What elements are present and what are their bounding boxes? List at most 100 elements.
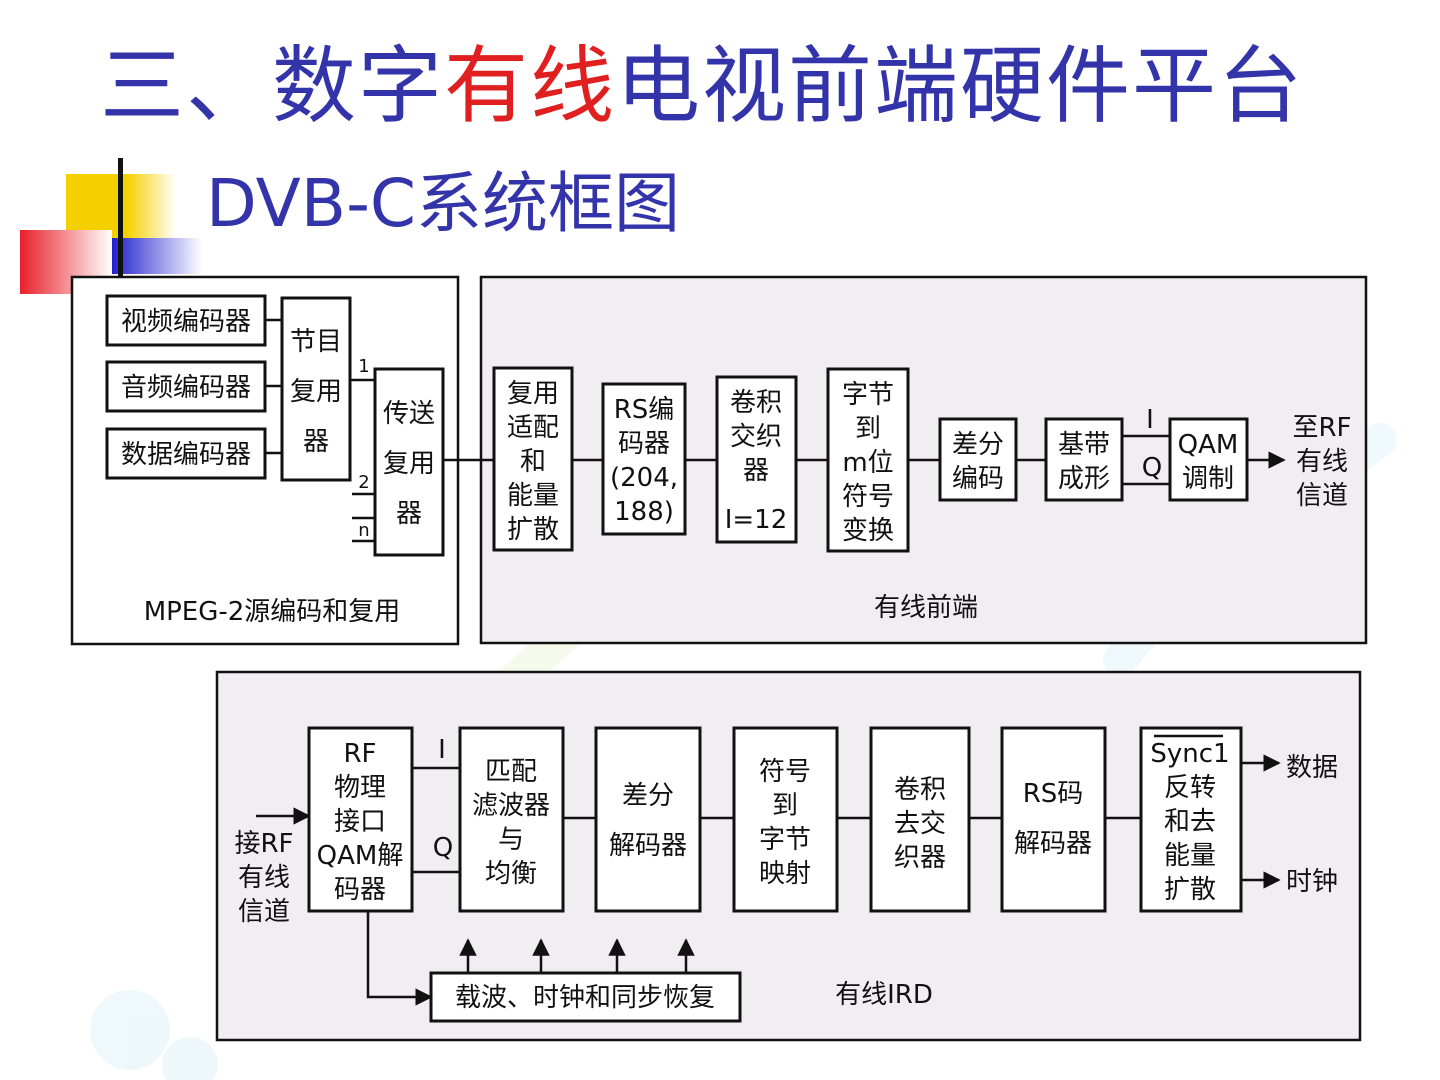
conv-interleaver-label-1: 卷积: [730, 388, 782, 418]
mux-adapt-label-1: 复用: [507, 379, 559, 409]
title-decoration: [20, 158, 210, 298]
sync-inversion-label-5: 扩散: [1164, 875, 1216, 905]
qam-modulator-block: [1168, 417, 1249, 502]
rf-interface-label-4: QAM解: [317, 841, 404, 871]
page-title: 三、数字有线电视前端硬件平台: [100, 36, 1304, 136]
matched-filter-label-3: 与: [498, 825, 524, 855]
rs-encoder-block: [601, 382, 687, 536]
source-panel-label: MPEG-2源编码和复用: [144, 597, 401, 627]
diff-decoder-label-1: 差分: [622, 781, 674, 811]
rf-interface-label-5: 码器: [334, 875, 386, 905]
sync-inversion-label-3: 和去: [1164, 807, 1216, 837]
byte-to-symbol-label-2: 到: [855, 414, 881, 444]
headend-output-label-1: 至RF: [1292, 413, 1351, 443]
byte-to-symbol-label-1: 字节: [842, 380, 894, 410]
mux-adapt-label-2: 适配: [507, 413, 559, 443]
byte-to-symbol-label-3: m位: [842, 448, 893, 478]
rf-interface-label-2: 物理: [334, 773, 386, 803]
diff-decoder-block: [594, 726, 702, 913]
ird-output-clock-label: 时钟: [1286, 867, 1338, 897]
audio-encoder-label: 音频编码器: [121, 373, 251, 403]
symbol-to-byte-block: [732, 726, 839, 913]
rs-decoder-label-2: 解码器: [1014, 829, 1092, 859]
port-label-n: n: [358, 520, 369, 541]
byte-to-symbol-label-4: 符号: [842, 482, 894, 512]
title-part-red: 有线: [444, 37, 617, 135]
symbol-to-byte-label-1: 符号: [759, 757, 811, 787]
sync-inversion-label-1: Sync1: [1150, 739, 1229, 769]
conv-interleaver-label-4: I=12: [725, 505, 788, 535]
conv-deinterleaver-label-2: 去交: [894, 809, 946, 839]
mux-adapt-label-5: 扩散: [507, 515, 559, 545]
headend-panel-label: 有线前端: [874, 593, 978, 623]
program-mux-block: [280, 296, 352, 482]
mux-adapt-label-3: 和: [520, 447, 546, 477]
symbol-to-byte-label-4: 映射: [759, 859, 811, 889]
conv-deinterleaver-block: [869, 726, 971, 913]
transport-mux-label-1: 传送: [383, 399, 435, 429]
ird-panel-label: 有线IRD: [835, 980, 933, 1010]
title-part-2: 电视前端硬件平台: [616, 37, 1305, 135]
qam-modulator-label-2: 调制: [1182, 464, 1234, 494]
headend-q-label: Q: [1142, 453, 1162, 483]
conv-deinterleaver-label-1: 卷积: [894, 775, 946, 805]
sync-inversion-label-4: 能量: [1164, 841, 1216, 871]
rs-decoder-label-1: RS码: [1023, 779, 1084, 809]
carrier-clock-sync-recovery-block: [429, 971, 742, 1023]
ird-input-label-2: 有线: [238, 863, 290, 893]
recovery-label: 载波、时钟和同步恢复: [455, 983, 715, 1013]
sync-inversion-block: [1139, 726, 1243, 913]
diff-decoder-label-2: 解码器: [609, 831, 687, 861]
transport-mux-block: [373, 367, 445, 557]
diff-encoder-label-1: 差分: [952, 430, 1004, 460]
program-mux-label-1: 节目: [290, 327, 342, 357]
subtitle: DVB-C系统框图: [206, 165, 680, 242]
conv-interleaver-label-3: 器: [743, 456, 769, 486]
ird-output-data-label: 数据: [1286, 753, 1338, 783]
baseband-shaping-block: [1044, 417, 1124, 502]
rs-decoder-block: [1000, 726, 1107, 913]
ird-i-label: I: [438, 735, 446, 765]
qam-modulator-label-1: QAM: [1178, 430, 1239, 460]
baseband-shaping-label-2: 成形: [1058, 464, 1110, 494]
matched-filter-label-4: 均衡: [485, 859, 537, 889]
program-mux-label-3: 器: [303, 427, 329, 457]
ird-input-label-1: 接RF: [234, 829, 293, 859]
baseband-shaping-label-1: 基带: [1058, 430, 1110, 460]
port-label-2: 2: [358, 472, 369, 493]
mux-adapt-block: [492, 366, 574, 552]
sync-inversion-label-2: 反转: [1164, 773, 1216, 803]
program-mux-label-2: 复用: [290, 377, 342, 407]
video-encoder-label: 视频编码器: [121, 307, 251, 337]
matched-filter-block: [458, 726, 565, 913]
rs-encoder-label-3: (204,: [610, 463, 678, 493]
headend-output-label-2: 有线: [1296, 447, 1348, 477]
rf-interface-qam-demod-block: [307, 726, 414, 913]
transport-mux-label-3: 器: [396, 499, 422, 529]
rf-interface-label-1: RF: [343, 739, 376, 769]
conv-interleaver-label-2: 交织: [730, 422, 782, 452]
rs-encoder-label-2: 码器: [618, 429, 670, 459]
matched-filter-label-1: 匹配: [485, 757, 537, 787]
matched-filter-label-2: 滤波器: [472, 791, 550, 821]
byte-to-symbol-block: [826, 367, 910, 553]
ird-q-label: Q: [433, 833, 453, 863]
symbol-to-byte-label-2: 到: [772, 791, 798, 821]
conv-interleaver-block: [715, 375, 798, 544]
diff-encoder-label-2: 编码: [952, 464, 1004, 494]
data-encoder-block: [105, 427, 267, 480]
byte-to-symbol-label-5: 变换: [842, 516, 894, 546]
mux-adapt-label-4: 能量: [507, 481, 559, 511]
transport-mux-label-2: 复用: [383, 449, 435, 479]
headend-i-label: I: [1146, 405, 1154, 435]
rs-encoder-label-4: 188): [614, 497, 674, 527]
data-encoder-label: 数据编码器: [121, 440, 251, 470]
headend-output-label-3: 信道: [1296, 481, 1348, 511]
port-label-1: 1: [358, 356, 369, 377]
ird-input-label-3: 信道: [238, 897, 290, 927]
symbol-to-byte-label-3: 字节: [759, 825, 811, 855]
rf-interface-label-3: 接口: [334, 807, 386, 837]
conv-deinterleaver-label-3: 织器: [894, 843, 946, 873]
rs-encoder-label-1: RS编: [614, 395, 675, 425]
